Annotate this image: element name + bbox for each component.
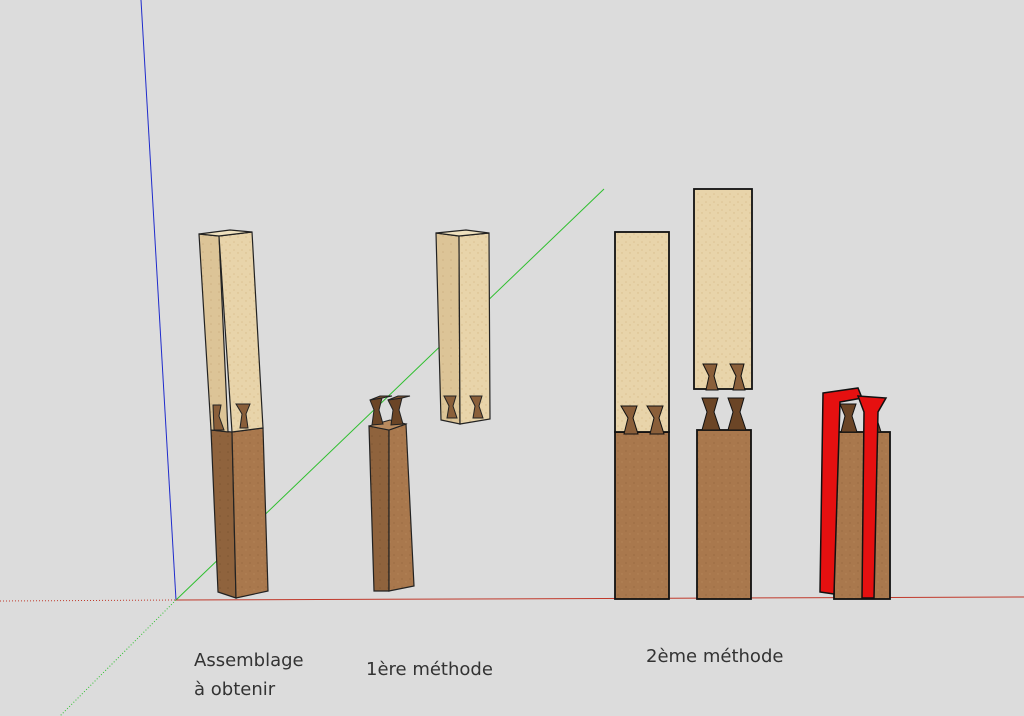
dovetail-tenon-top: [387, 395, 411, 401]
dark-post-body: [696, 429, 752, 600]
dovetail-tenon: [727, 397, 747, 431]
dovetail-socket: [235, 403, 251, 429]
dovetail-socket: [702, 363, 719, 391]
light-post-top: [435, 229, 490, 237]
light-post-top: [198, 229, 253, 237]
method2-exploded-post[interactable]: [693, 188, 753, 600]
red-axis: [175, 596, 1024, 601]
method1-label: 1ère méthode: [366, 659, 493, 680]
target-assembly[interactable]: [198, 229, 269, 599]
method1-light-post[interactable]: [435, 229, 491, 425]
dovetail-socket: [729, 363, 746, 391]
dark-post-side: [388, 423, 415, 592]
target-label-line2: à obtenir: [194, 679, 276, 700]
dark-post-body: [614, 431, 670, 600]
light-post-body: [614, 231, 670, 433]
method2-label: 2ème méthode: [646, 646, 783, 667]
red-highlight-face: [856, 395, 888, 599]
target-label-line1: Assemblage: [194, 650, 304, 671]
dovetail-socket: [646, 405, 665, 435]
dark-post-front: [368, 425, 390, 592]
dovetail-socket: [212, 404, 225, 431]
dovetail-socket: [469, 395, 484, 419]
method1-dark-post[interactable]: [368, 395, 415, 592]
dovetail-socket: [443, 395, 458, 419]
light-post-front: [435, 232, 461, 425]
red-highlight-face: [819, 387, 864, 595]
dovetail-tenon: [839, 403, 858, 433]
light-post-body: [693, 188, 753, 390]
dovetail-tenon: [701, 397, 721, 431]
red-axis-dotted: [0, 599, 177, 602]
method2-highlighted-post[interactable]: [819, 387, 891, 600]
method2-assembled-post[interactable]: [614, 231, 670, 600]
dovetail-tenon-top: [369, 395, 393, 401]
dark-post-side: [231, 427, 269, 599]
green-axis-dotted: [59, 599, 177, 716]
dovetail-socket: [620, 405, 639, 435]
light-post-side: [458, 232, 491, 425]
blue-axis: [140, 0, 177, 601]
